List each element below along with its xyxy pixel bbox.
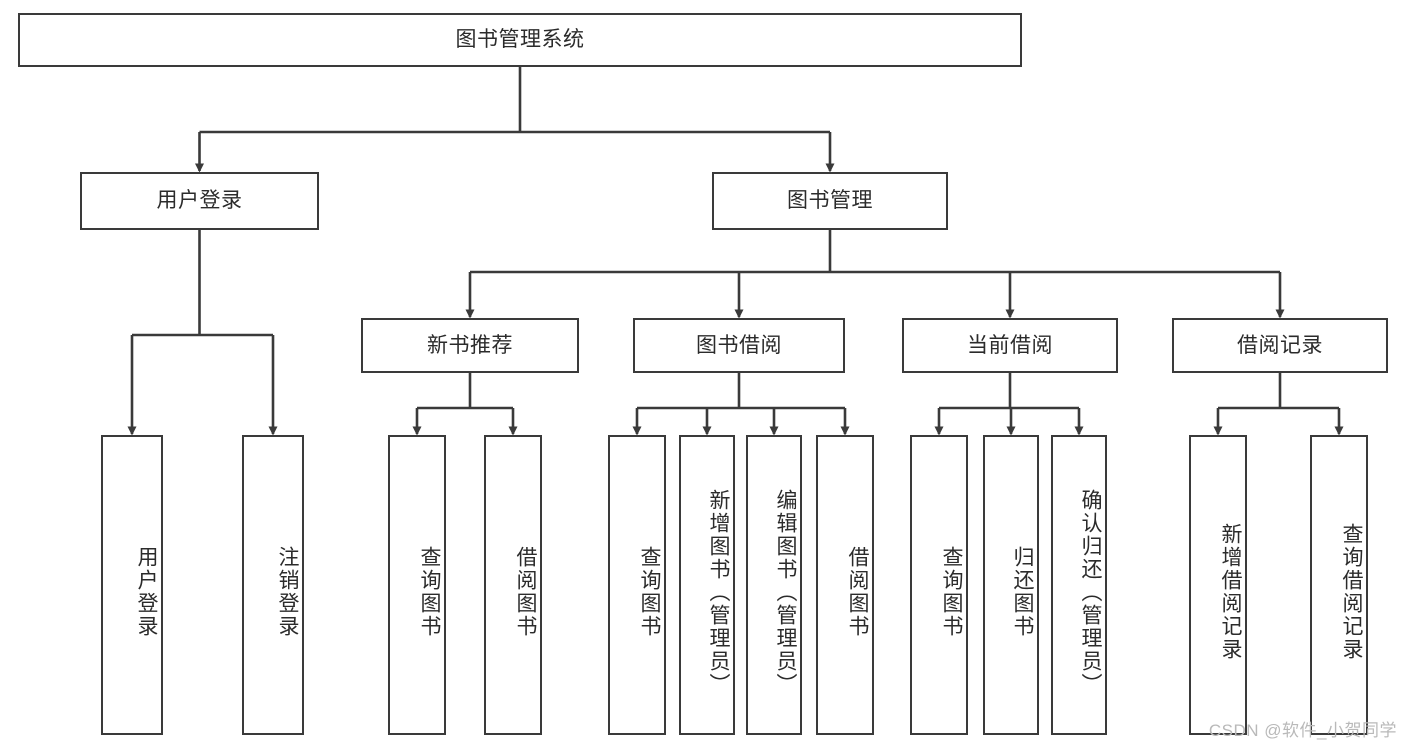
flow-node-label: 用户登录 <box>156 189 243 213</box>
flow-node-borrow[interactable]: 图书借阅 <box>633 318 845 373</box>
flow-node-leaf-7[interactable]: 编辑图书（管理员） <box>746 435 802 735</box>
flow-node-leaf-3[interactable]: 查询图书 <box>388 435 446 735</box>
flow-node-label: 图书管理 <box>787 189 873 213</box>
flow-node-label: 新增图书（管理员） <box>707 488 730 696</box>
flow-node-login[interactable]: 用户登录 <box>80 172 319 230</box>
flow-node-label: 新增借阅记录 <box>1219 523 1242 661</box>
flow-node-label: 当前借阅 <box>967 333 1053 357</box>
flow-node-label: 借阅图书 <box>514 546 537 638</box>
flow-node-label: 新书推荐 <box>427 333 513 357</box>
flow-node-root[interactable]: 图书管理系统 <box>18 13 1022 67</box>
flow-node-label: 图书借阅 <box>696 333 782 357</box>
flow-node-current[interactable]: 当前借阅 <box>902 318 1118 373</box>
flow-node-label: 确认归还（管理员） <box>1079 488 1102 696</box>
flow-node-leaf-8[interactable]: 借阅图书 <box>816 435 874 735</box>
flow-node-newbook[interactable]: 新书推荐 <box>361 318 579 373</box>
flow-node-leaf-2[interactable]: 注销登录 <box>242 435 304 735</box>
flow-node-bookmgmt[interactable]: 图书管理 <box>712 172 948 230</box>
flow-node-leaf-10[interactable]: 归还图书 <box>983 435 1039 735</box>
flow-node-label: 编辑图书（管理员） <box>774 488 797 696</box>
flow-node-label: 用户登录 <box>135 546 158 638</box>
flow-node-label: 借阅图书 <box>846 546 869 638</box>
flow-node-label: 归还图书 <box>1011 546 1034 638</box>
flow-node-label: 查询图书 <box>940 546 963 638</box>
flow-node-leaf-11[interactable]: 确认归还（管理员） <box>1051 435 1107 735</box>
flow-node-leaf-4[interactable]: 借阅图书 <box>484 435 542 735</box>
flow-node-label: 查询借阅记录 <box>1340 523 1363 661</box>
flow-node-records[interactable]: 借阅记录 <box>1172 318 1388 373</box>
flow-node-leaf-1[interactable]: 用户登录 <box>101 435 163 735</box>
flow-node-leaf-5[interactable]: 查询图书 <box>608 435 666 735</box>
watermark-label: CSDN @软件_小贺同学 <box>1208 721 1397 740</box>
flow-node-leaf-9[interactable]: 查询图书 <box>910 435 968 735</box>
flow-node-leaf-12[interactable]: 新增借阅记录 <box>1189 435 1247 735</box>
flow-node-leaf-13[interactable]: 查询借阅记录 <box>1310 435 1368 735</box>
flow-node-label: 注销登录 <box>276 546 299 638</box>
flow-node-label: 图书管理系统 <box>455 28 585 52</box>
flow-node-label: 查询图书 <box>418 546 441 638</box>
flow-node-label: 借阅记录 <box>1237 333 1323 357</box>
flow-node-label: 查询图书 <box>638 546 661 638</box>
flow-node-leaf-6[interactable]: 新增图书（管理员） <box>679 435 735 735</box>
